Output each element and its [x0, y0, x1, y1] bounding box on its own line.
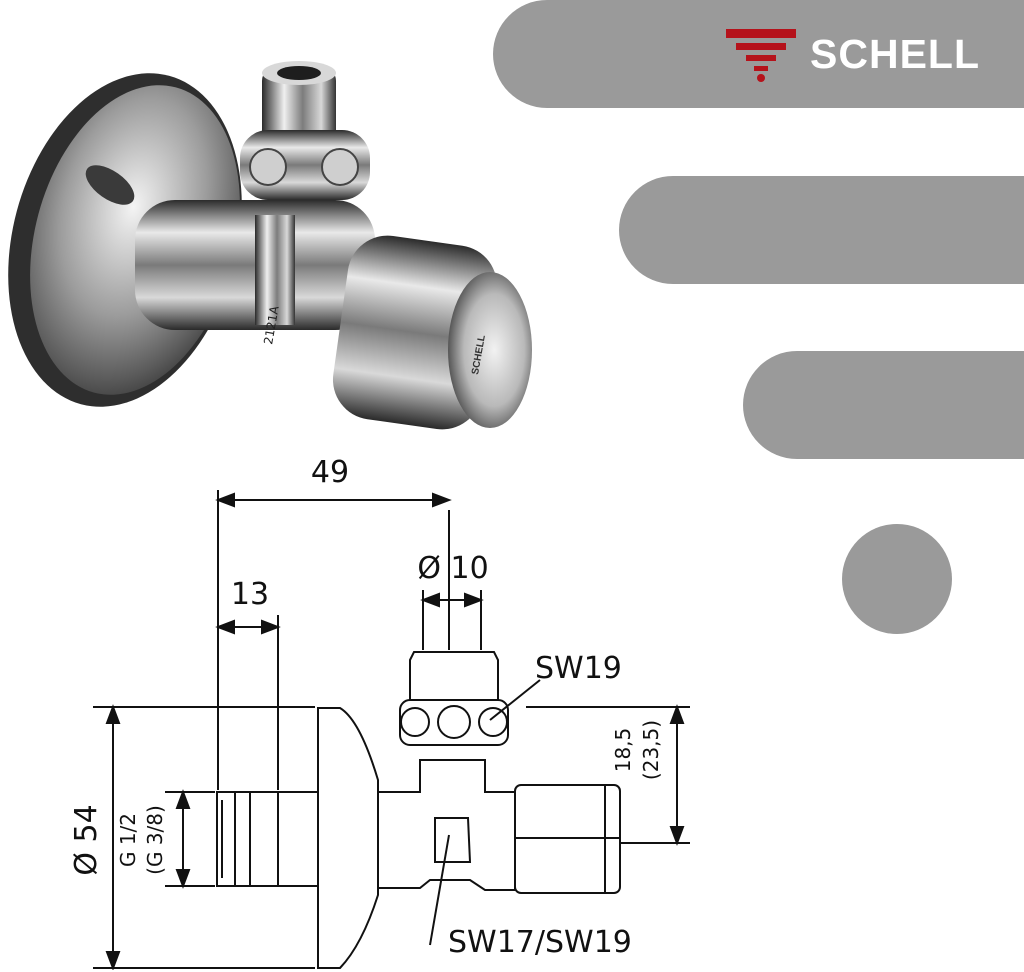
dim-thread-length: 13	[231, 577, 269, 612]
brand-logo-icon	[726, 29, 796, 82]
brand-name: SCHELL	[810, 30, 980, 77]
product-photo: 2121A SCHELL	[8, 61, 532, 430]
label-nut-size-top: SW19	[535, 651, 622, 686]
dim-rosette-diameter: Ø 54	[69, 804, 104, 875]
dim-height-primary: 18,5	[611, 728, 635, 773]
brand-logo: SCHELL	[726, 24, 980, 84]
technical-drawing: 49 13 Ø 10 SW19 SW17/SW19 Ø 54 G 1/2 (G …	[69, 455, 690, 970]
decor-pill-middle	[619, 176, 1024, 284]
dim-thread-primary: G 1/2	[116, 813, 140, 867]
dim-outlet-diameter: Ø 10	[417, 551, 488, 586]
body-marking: 2121A	[261, 304, 282, 345]
dim-height-secondary: (23,5)	[639, 720, 663, 780]
dim-thread-secondary: (G 3/8)	[143, 805, 167, 875]
dim-overall-depth: 49	[311, 455, 349, 490]
decor-pill-lower	[743, 351, 1024, 459]
header-pill	[493, 0, 1024, 108]
decor-dot	[842, 524, 952, 634]
label-nut-size-bottom: SW17/SW19	[448, 925, 632, 960]
